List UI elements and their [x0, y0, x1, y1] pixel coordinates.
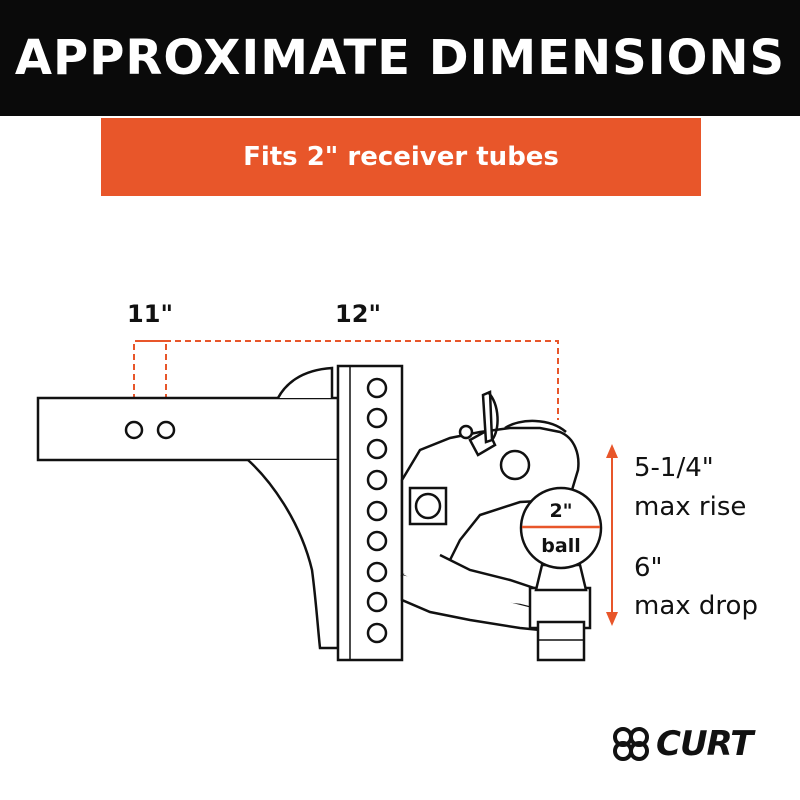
brand-name: CURT: [656, 724, 753, 764]
hook-pin: [499, 449, 531, 481]
dim-12-line: [133, 340, 559, 420]
mount-hole: [366, 622, 388, 644]
rise-drop-arrow: [606, 444, 618, 626]
hitch-ball-assembly: [519, 486, 603, 662]
shank-bar: [36, 396, 340, 462]
cotter-pin: [481, 390, 494, 444]
bolt-head: [414, 492, 442, 520]
drop-value: 6": [634, 553, 663, 583]
mount-hole: [366, 530, 388, 552]
ball-size-label: 2": [549, 500, 572, 522]
mount-hole: [366, 377, 388, 399]
gusset: [247, 366, 340, 650]
mount-hole: [366, 438, 388, 460]
latch-pivot: [458, 424, 474, 440]
dim-11-label: 11": [127, 300, 173, 328]
arrow-down: [606, 612, 618, 626]
brand-logo: CURT: [612, 724, 753, 764]
pintle-hook: [400, 390, 580, 632]
rise-label: max rise: [634, 492, 746, 522]
curt-logo-icon: [613, 727, 649, 761]
shank: [36, 396, 340, 462]
arrow-up: [606, 444, 618, 458]
mount-hole: [366, 591, 388, 613]
page-title: APPROXIMATE DIMENSIONS: [14, 30, 786, 86]
ball-word-label: ball: [541, 535, 580, 557]
ball-nut: [536, 620, 586, 662]
dim-12-label: 12": [335, 300, 381, 328]
mount-hole: [366, 500, 388, 522]
hook-body: [400, 426, 580, 577]
pin-hole-1: [124, 420, 144, 440]
fit-banner: Fits 2" receiver tubes: [101, 118, 701, 196]
mount-hole: [366, 561, 388, 583]
mount-hole: [366, 407, 388, 429]
vertical-mount: [336, 364, 404, 662]
gusset-top: [276, 366, 334, 399]
gusset-bottom: [247, 459, 340, 650]
mount-hole: [366, 469, 388, 491]
fit-banner-text: Fits 2" receiver tubes: [243, 142, 559, 172]
drop-label: max drop: [634, 591, 758, 621]
rise-value: 5-1/4": [634, 453, 714, 483]
pin-hole-2: [156, 420, 176, 440]
header-bar: APPROXIMATE DIMENSIONS: [0, 0, 800, 116]
